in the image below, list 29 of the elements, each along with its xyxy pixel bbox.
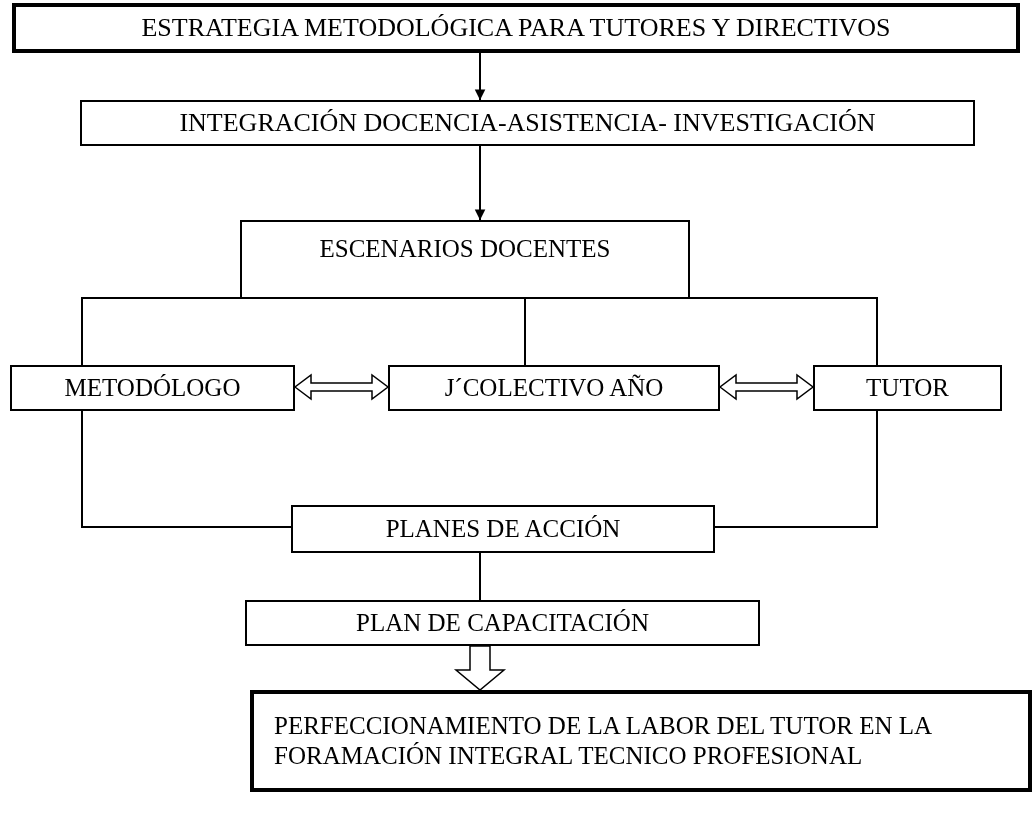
box-label: PERFECCIONAMIENTO DE LA LABOR DEL TUTOR EN LA FORAMACIÓN INTEGRAL TECNICO PROFESIONAL	[274, 711, 933, 771]
box-label: METODÓLOGO	[64, 373, 241, 403]
block-arrow	[453, 645, 507, 691]
connector-line	[81, 297, 241, 366]
box-label: TUTOR	[866, 373, 949, 403]
connector-line	[479, 552, 481, 601]
process-box	[388, 365, 720, 411]
box-label: ESCENARIOS DOCENTES	[319, 234, 611, 264]
process-box	[250, 690, 1032, 792]
connector-line	[714, 410, 878, 528]
process-box	[10, 365, 295, 411]
arrow	[474, 145, 486, 221]
process-box	[245, 600, 760, 646]
double-arrow	[718, 373, 815, 401]
process-box	[813, 365, 1002, 411]
box-label: ESTRATEGIA METODOLÓGICA PARA TUTORES Y DIRECTIVOS	[141, 12, 891, 44]
process-box	[291, 505, 715, 553]
process-box	[240, 220, 690, 299]
box-label: PLANES DE ACCIÓN	[385, 514, 621, 544]
connector-line	[689, 297, 878, 366]
box-label: INTEGRACIÓN DOCENCIA-ASISTENCIA- INVESTIGACIÓN	[179, 107, 876, 139]
connector-line	[81, 410, 292, 528]
double-arrow	[293, 373, 390, 401]
box-label: PLAN DE CAPACITACIÓN	[356, 608, 649, 638]
arrow	[474, 52, 486, 101]
process-box	[80, 100, 975, 146]
box-label: J´COLECTIVO AÑO	[444, 373, 664, 403]
process-box	[12, 3, 1020, 53]
connector-line	[524, 298, 526, 366]
